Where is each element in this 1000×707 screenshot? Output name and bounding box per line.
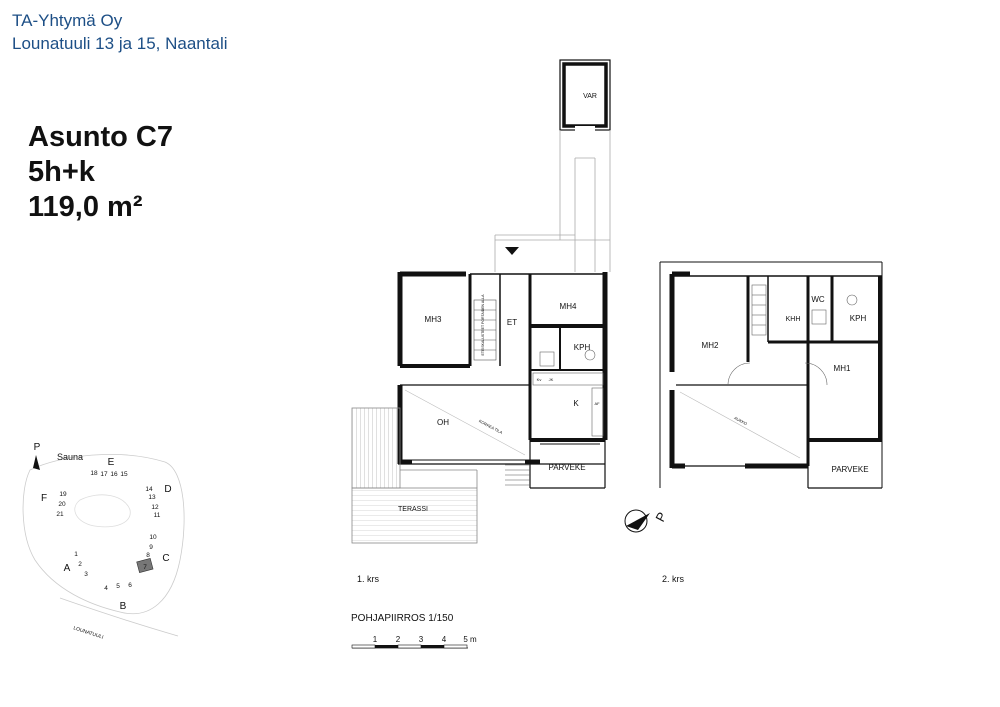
site-unit-13: 13: [148, 494, 156, 501]
room-label-terassi: TERASSI: [398, 506, 428, 513]
company-header: TA-Yhtymä Oy Lounatuuli 13 ja 15, Naanta…: [12, 9, 228, 55]
high-ceiling-line: [404, 389, 526, 456]
site-unit-16: 16: [110, 471, 118, 478]
room-label-kph-1: KPH: [574, 343, 591, 352]
site-north-label: P: [34, 442, 41, 453]
site-unit-21: 21: [56, 511, 64, 518]
room-label-var: VAR: [583, 93, 597, 100]
site-map: P Sauna LOUNATUULI A B C D E F 1 2 3 4 5…: [22, 442, 185, 641]
floor-1-plan: MH3 ET MH4 KPH VAR OH K PARVEKE TERASSI …: [351, 59, 611, 584]
scale-title: POHJAPIIRROS 1/150: [351, 613, 454, 624]
site-unit-7: 7: [143, 564, 147, 571]
site-building-f: F: [41, 493, 47, 504]
scale-tick-2: 2: [396, 635, 401, 644]
site-building-c: C: [162, 553, 169, 564]
room-label-parveke-1: PARVEKE: [548, 463, 585, 472]
site-building-d: D: [164, 484, 171, 495]
scale-tick-5m: 5 m: [463, 635, 477, 644]
site-unit-19: 19: [59, 491, 67, 498]
floor-1-windows: [401, 275, 600, 461]
site-building-b: B: [120, 601, 127, 612]
site-unit-5: 5: [116, 583, 120, 590]
apartment-title-block: Asunto C7 5h+k 119,0 m²: [28, 120, 173, 225]
site-unit-15: 15: [120, 471, 128, 478]
floor-2-plan: MH2 KHH WC KPH MH1 AUKKO PARVEKE 2. krs: [659, 261, 883, 584]
site-unit-9: 9: [149, 544, 153, 551]
site-unit-2: 2: [78, 561, 82, 568]
highlighted-building-marker: [136, 558, 154, 574]
site-street-label: LOUNATUULI: [72, 625, 104, 640]
site-unit-8: 8: [146, 552, 150, 559]
floor-1-stair: [473, 299, 530, 486]
apartment-type: 5h+k: [28, 156, 95, 188]
site-building-a: A: [64, 563, 71, 574]
site-unit-10: 10: [149, 534, 157, 541]
stair-storage-note: ETEISKALUSTEET PORTAIDEN ALLA: [481, 294, 485, 356]
floor-2-walls: [659, 261, 883, 489]
high-ceiling-label: KORKEA TILA: [478, 418, 504, 435]
scale-tick-3: 3: [419, 635, 424, 644]
floor-1-walls: [397, 271, 608, 489]
site-label-sauna: Sauna: [57, 452, 83, 462]
site-unit-17: 17: [100, 471, 108, 478]
apartment-area: 119,0 m²: [28, 191, 143, 223]
site-unit-1: 1: [74, 551, 78, 558]
site-unit-11: 11: [154, 512, 161, 519]
room-label-k: K: [573, 399, 579, 408]
floor-2-stair-and-fixtures: [727, 284, 858, 386]
site-unit-6: 6: [128, 582, 132, 589]
site-unit-14: 14: [145, 486, 153, 493]
north-arrow-label: P: [652, 510, 669, 525]
site-unit-3: 3: [84, 571, 88, 578]
site-unit-20: 20: [58, 501, 66, 508]
scale-tick-4: 4: [442, 635, 447, 644]
scale-bar: POHJAPIIRROS 1/150 1 2 3 4 5 m: [351, 613, 477, 649]
fixture-label-jk: JK: [549, 377, 554, 382]
storage-var-room: [559, 59, 611, 132]
room-label-kph-2: KPH: [850, 314, 867, 323]
apartment-name: Asunto C7: [28, 121, 173, 153]
room-label-et: ET: [507, 318, 517, 327]
floor-2-caption: 2. krs: [662, 574, 685, 584]
void-label-aukko: AUKKO: [733, 415, 748, 426]
company-name: TA-Yhtymä Oy: [12, 11, 123, 30]
site-north-icon: [33, 455, 40, 470]
void-diagonal-line: [679, 391, 801, 459]
room-label-wc: WC: [811, 295, 825, 304]
scale-tick-1: 1: [373, 635, 378, 644]
project-address: Lounatuuli 13 ja 15, Naantali: [12, 34, 228, 53]
room-label-mh1: MH1: [834, 364, 851, 373]
room-label-khh: KHH: [786, 316, 801, 323]
site-unit-12: 12: [151, 504, 159, 511]
fixture-label-af: AF: [594, 401, 600, 406]
site-unit-4: 4: [104, 585, 108, 592]
site-building-e: E: [108, 457, 115, 468]
outdoor-walkway: [494, 130, 611, 272]
fixture-label-kv: Kv: [537, 377, 542, 382]
kitchen-fixtures: [532, 349, 604, 437]
room-label-parveke-2: PARVEKE: [831, 465, 868, 474]
floor-1-caption: 1. krs: [357, 574, 380, 584]
room-label-mh3: MH3: [425, 315, 442, 324]
site-unit-18: 18: [90, 470, 98, 477]
terrace-deck: [351, 407, 478, 544]
north-arrow-icon: P: [624, 509, 670, 533]
entrance-arrow-icon: [505, 247, 519, 255]
room-label-mh2: MH2: [702, 341, 719, 350]
room-label-mh4: MH4: [560, 302, 577, 311]
site-unit-numbers: 1 2 3 4 5 6 7 8 9 10 11 12 13 14 15 16 1…: [56, 470, 160, 592]
room-label-oh: OH: [437, 418, 449, 427]
